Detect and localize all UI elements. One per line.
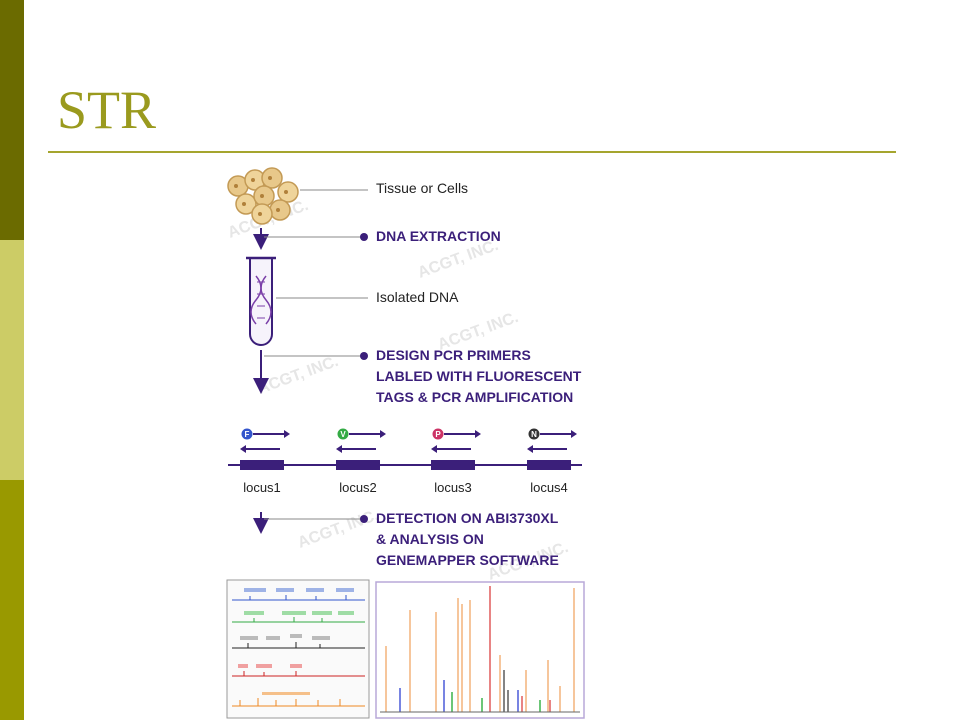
watermark: ACGT, INC. [296,507,381,552]
locus-label: locus1 [243,480,281,495]
title-rule [48,151,896,153]
step-detect-label-2: & ANALYSIS ON [376,531,484,547]
step-detect-label-3: GENEMAPPER SOFTWARE [376,552,559,568]
primer-arrow-icon [240,445,246,453]
step-bullet [360,515,368,523]
primer-arrow-icon [380,430,386,438]
step-extraction-label: DNA EXTRACTION [376,228,501,244]
locus-block [431,460,475,470]
fluorescent-tag-letter: F [245,430,250,439]
step-pcr-label-2: LABLED WITH FLUORESCENT [376,368,582,384]
locus-block [336,460,380,470]
locus-label: locus4 [530,480,568,495]
step-pcr-label-1: DESIGN PCR PRIMERS [376,347,531,363]
electropherogram-icon [226,579,370,719]
primer-arrow-icon [475,430,481,438]
locus-label: locus3 [434,480,472,495]
sidebar-band-middle [0,240,24,480]
step-bullet [360,233,368,241]
primer-arrow-icon [571,430,577,438]
locus-block [527,460,571,470]
locus-label: locus2 [339,480,377,495]
primer-arrow-icon [336,445,342,453]
fluorescent-tag-letter: V [340,430,346,439]
primer-arrow-icon [527,445,533,453]
step-bullet [360,352,368,360]
peak-plot-icon [375,581,585,719]
locus-block [240,460,284,470]
watermark: ACGT, INC. [256,353,341,398]
step-detect-label-1: DETECTION ON ABI3730XL [376,510,559,526]
step-tissue-label: Tissue or Cells [376,180,468,196]
sidebar-band-top [0,0,24,240]
sidebar-band-bottom [0,480,24,720]
fluorescent-tag-letter: P [435,430,441,439]
dna-helix-icon [250,275,272,325]
primer-arrow-icon [431,445,437,453]
step-isolated-label: Isolated DNA [376,289,459,305]
primer-arrow-icon [284,430,290,438]
step-pcr-label-3: TAGS & PCR AMPLIFICATION [376,389,573,405]
slide-title: STR [57,80,157,140]
test-tube-icon [246,256,276,346]
cells-cluster-icon [227,167,299,225]
fluorescent-tag-letter: N [531,430,537,439]
